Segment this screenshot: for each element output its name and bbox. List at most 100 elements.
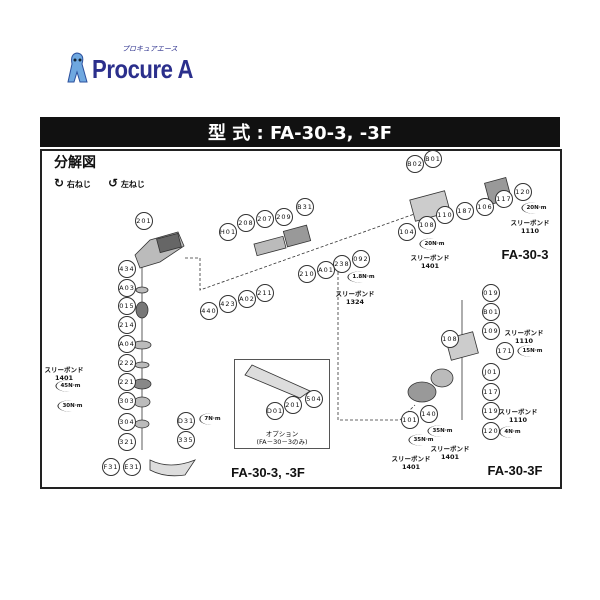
torque-arrow-icon: 45N·m	[55, 380, 84, 392]
part-callout: A02	[238, 290, 256, 308]
part-callout: 117	[482, 383, 500, 401]
part-callout: A01	[317, 261, 335, 279]
logo-text: Procure A	[92, 54, 193, 84]
part-callout: 221	[118, 373, 136, 391]
threadlocker-name: スリーボンド	[335, 290, 375, 298]
part-callout: 504	[305, 390, 323, 408]
threadlocker-code: 1401	[54, 374, 74, 382]
threadlocker-code: 1401	[440, 453, 460, 461]
part-callout: 201	[284, 396, 302, 414]
part-callout: 335	[177, 431, 195, 449]
part-callout: 209	[275, 208, 293, 226]
part-callout: 120	[482, 422, 500, 440]
legend-left-thread: ↺ 左ねじ	[108, 176, 145, 190]
option-label: オプション(FA－30－3のみ)	[256, 430, 307, 446]
part-callout: 222	[118, 354, 136, 372]
threadlocker-code: 1401	[401, 463, 421, 471]
part-callout: A04	[118, 335, 136, 353]
threadlocker-code: 1110	[508, 416, 528, 424]
threadlocker-code: 1110	[514, 337, 534, 345]
part-callout: 214	[118, 316, 136, 334]
model-label-common: FA-30-3, -3F	[231, 465, 305, 480]
procure-a-logo: プロキュアエース Procure A	[62, 45, 212, 84]
part-callout: A03	[118, 279, 136, 297]
logo-kana: プロキュアエース	[122, 45, 178, 53]
part-callout: 208	[237, 214, 255, 232]
part-callout: 140	[420, 405, 438, 423]
model-label-fa30-3f: FA-30-3F	[487, 463, 543, 478]
torque-arrow-icon: 20N·m	[521, 202, 550, 214]
part-callout: 120	[514, 183, 532, 201]
part-callout: 108	[418, 216, 436, 234]
part-callout: F31	[102, 458, 120, 476]
torque-arrow-icon: 20N·m	[419, 238, 448, 250]
threadlocker-name: スリーボンド	[410, 254, 450, 262]
part-callout: 101	[401, 411, 419, 429]
torque-arrow-icon: 30N·m	[57, 400, 86, 412]
threadlocker-code: 1401	[420, 262, 440, 270]
part-callout: B31	[296, 198, 314, 216]
part-callout: 015	[118, 297, 136, 315]
part-callout: 211	[256, 284, 274, 302]
part-callout: 321	[118, 433, 136, 451]
part-callout: 210	[298, 265, 316, 283]
threadlocker-name: スリーボンド	[498, 408, 538, 416]
torque-arrow-icon: 1.8N·m	[347, 271, 378, 283]
torque-arrow-icon: 4N·m	[499, 426, 524, 438]
part-callout: 207	[256, 210, 274, 228]
part-callout: D31	[177, 412, 195, 430]
part-callout: 423	[219, 295, 237, 313]
part-callout: 304	[118, 413, 136, 431]
model-title: 型 式 : FA-30-3, -3F	[207, 123, 393, 144]
part-callout: B01	[424, 150, 442, 168]
torque-arrow-icon: 15N·m	[517, 345, 546, 357]
option-title: オプション	[265, 430, 299, 438]
threadlocker-code: 1110	[520, 227, 540, 235]
diagram-frame	[40, 149, 562, 489]
part-callout: 092	[352, 250, 370, 268]
model-label-fa30-3: FA-30-3	[501, 247, 549, 262]
legend-left-label: 左ねじ	[120, 180, 145, 189]
threadlocker-name: スリーボンド	[504, 329, 544, 337]
option-inset-box: オプション(FA－30－3のみ)	[234, 359, 330, 449]
part-callout: B01	[482, 303, 500, 321]
part-callout: 104	[398, 223, 416, 241]
counterclockwise-arrow-icon: ↺	[108, 176, 119, 190]
threadlocker-code: 1324	[345, 298, 365, 306]
model-title-bar: 型 式 : FA-30-3, -3F	[40, 117, 560, 147]
legend-right-label: 右ねじ	[66, 180, 91, 189]
torque-arrow-icon: 35N·m	[427, 425, 456, 437]
part-callout: 119	[482, 402, 500, 420]
threadlocker-name: スリーボンド	[44, 366, 84, 374]
part-callout: 106	[476, 198, 494, 216]
part-callout: E31	[123, 458, 141, 476]
part-callout: 434	[118, 260, 136, 278]
threadlocker-name: スリーボンド	[510, 219, 550, 227]
mascot-icon	[67, 52, 88, 83]
diagram-heading: 分解図	[54, 155, 96, 171]
option-subtitle: (FA－30－3のみ)	[256, 438, 308, 446]
threadlocker-name: スリーボンド	[430, 445, 470, 453]
part-callout: 108	[441, 330, 459, 348]
torque-arrow-icon: 7N·m	[199, 413, 224, 425]
part-callout: 440	[200, 302, 218, 320]
part-callout: B02	[406, 155, 424, 173]
part-callout: 117	[495, 190, 513, 208]
part-callout: D01	[266, 402, 284, 420]
part-callout: 187	[456, 202, 474, 220]
clockwise-arrow-icon: ↻	[54, 176, 65, 190]
threadlocker-name: スリーボンド	[391, 455, 431, 463]
part-callout: 238	[333, 255, 351, 273]
legend-right-thread: ↻ 右ねじ	[54, 176, 91, 190]
part-callout: 201	[135, 212, 153, 230]
part-callout: 109	[482, 322, 500, 340]
